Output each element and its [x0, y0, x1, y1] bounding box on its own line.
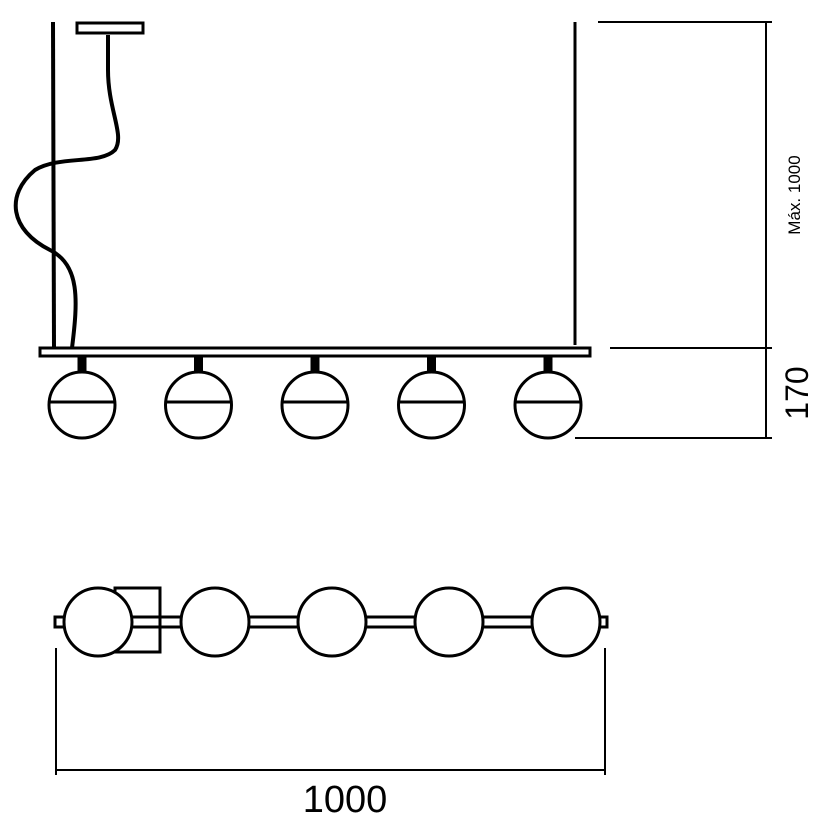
ceiling-canopy: [75, 21, 145, 35]
globe: [47, 370, 117, 440]
globe: [164, 370, 233, 440]
globe-stem: [543, 356, 553, 372]
globe: [397, 370, 466, 440]
top-globe: [296, 586, 368, 658]
height-dimensions: [575, 21, 772, 439]
width-label: 1000: [303, 779, 388, 821]
globe-stem: [194, 356, 203, 372]
left-suspension-rod: [51, 21, 56, 349]
top-globe: [530, 586, 602, 658]
power-cable: [13, 35, 121, 349]
width-dimension: [55, 648, 606, 775]
fixture-height-label: 170: [779, 366, 815, 419]
globe-stem: [427, 356, 436, 372]
top-globe: [179, 586, 251, 658]
top-globe: [62, 586, 134, 658]
globe: [280, 370, 350, 440]
top-globes: [62, 586, 602, 658]
front-globes: [47, 356, 583, 440]
max-height-label: Máx. 1000: [785, 155, 804, 234]
globe-stem: [310, 356, 320, 372]
light-bar: [38, 346, 592, 358]
top-view: [53, 586, 609, 658]
front-view: [13, 21, 592, 440]
globe-stem: [77, 356, 87, 372]
globe: [513, 370, 583, 440]
top-globe: [413, 586, 485, 658]
